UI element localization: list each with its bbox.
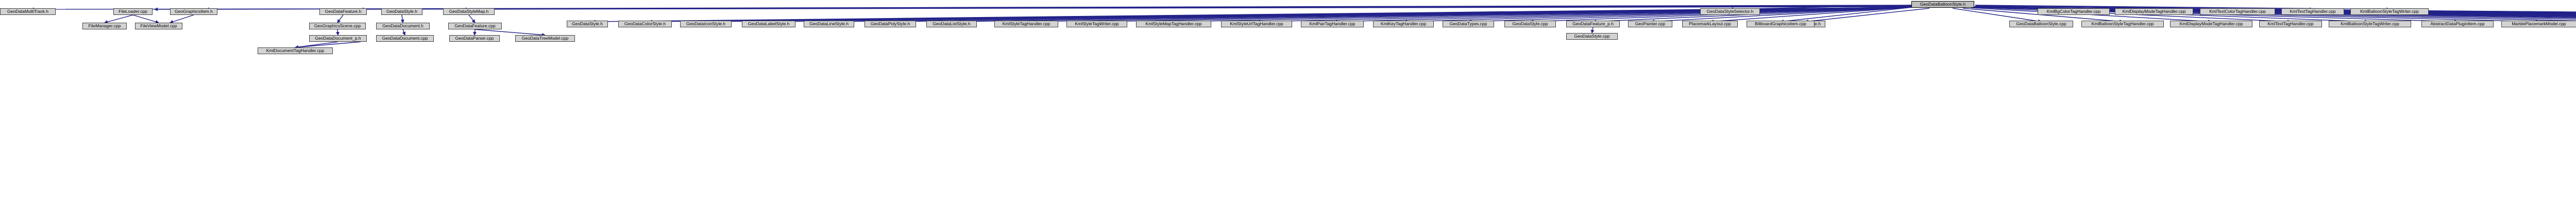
graph-node[interactable]: AbstractDataPluginItem.cpp	[2421, 21, 2494, 27]
graph-node[interactable]: FileLoader.cpp	[113, 8, 152, 15]
graph-node[interactable]: KmlBalloonStyleTagWriter.cpp	[2329, 21, 2411, 27]
graph-node[interactable]: KmlBgColorTagHandler.cpp	[2038, 8, 2110, 15]
graph-node[interactable]: GeoDataLineStyle.h	[804, 21, 854, 27]
graph-node[interactable]: GeoDataDocument.cpp	[376, 35, 434, 42]
graph-node[interactable]: KmlStyleTagWriter.cpp	[1066, 21, 1127, 27]
graph-node[interactable]: KmlTextColorTagHandler.cpp	[2200, 8, 2275, 15]
graph-node[interactable]: GeoGraphicsItem.h	[170, 8, 217, 15]
graph-node[interactable]: BillboardGraphicsItem.cpp	[1747, 21, 1815, 27]
graph-node[interactable]: GeoGraphicsScene.cpp	[309, 23, 366, 29]
graph-node[interactable]: GeoDataTypes.cpp	[1443, 21, 1494, 27]
graph-node[interactable]: KmlTextTagHandler.cpp	[2259, 21, 2322, 27]
graph-node[interactable]: GeoDataIconStyle.h	[680, 21, 732, 27]
graph-node[interactable]: GeoPainter.cpp	[1628, 21, 1672, 27]
graph-node-root[interactable]: GeoDataBalloonStyle.h	[1911, 1, 1974, 8]
graph-node[interactable]: KmlBalloonStyleTagWriter.cpp	[2350, 8, 2429, 15]
graph-node[interactable]: FileManager.cpp	[82, 23, 127, 29]
graph-node[interactable]: GeoDataTreeModel.cpp	[515, 35, 575, 42]
graph-node[interactable]: GeoDataListStyle.h	[926, 21, 977, 27]
graph-node[interactable]: GeoDataMultiTrack.h	[0, 8, 56, 15]
graph-node[interactable]: GeoDataStyle.h	[381, 8, 422, 15]
graph-node[interactable]: GeoDataFeature.cpp	[448, 23, 502, 29]
graph-node[interactable]: GeoDataStyle.cpp	[1566, 33, 1618, 40]
graph-node[interactable]: KmlBalloonStyleTagHandler.cpp	[2081, 21, 2164, 27]
graph-node[interactable]: FileViewModel.cpp	[135, 23, 182, 29]
graph-node[interactable]: GeoDataParser.cpp	[449, 35, 500, 42]
graph-node[interactable]: GeoDataPolyStyle.h	[865, 21, 916, 27]
graph-node[interactable]: KmlTextTagHandler.cpp	[2281, 8, 2344, 15]
graph-node[interactable]: KmlDocumentTagHandler.cpp	[258, 47, 333, 54]
graph-node[interactable]: KmlDisplayModeTagHandler.cpp	[2170, 21, 2252, 27]
graph-node[interactable]: GeoDataDocument_p.h	[309, 35, 367, 42]
graph-node[interactable]: GeoDataBalloonStyle.cpp	[2009, 21, 2073, 27]
graph-node[interactable]: GeoDataFeature.h	[319, 8, 367, 15]
graph-node[interactable]: GeoDataDocument.h	[376, 23, 430, 29]
graph-node[interactable]: GeoDataStyleMap.h	[443, 8, 495, 15]
graph-node[interactable]: KmlPairTagHandler.cpp	[1301, 21, 1364, 27]
graph-node[interactable]: KmlStyleUrlTagHandler.cpp	[1221, 21, 1292, 27]
graph-node[interactable]: GeoDataStyle.h	[567, 21, 608, 27]
graph-node[interactable]: KmlKeyTagHandler.cpp	[1373, 21, 1434, 27]
graph-node[interactable]: KmlStyleTagHandler.cpp	[994, 21, 1058, 27]
graph-node[interactable]: GeoDataStyle.cpp	[1504, 21, 1556, 27]
graph-node[interactable]: GeoDataStyleSelector.h	[1700, 8, 1760, 15]
graph-node[interactable]: GeoDataColorStyle.h	[618, 21, 672, 27]
graph-node[interactable]: MarblePlacemarkModel.cpp	[2501, 21, 2576, 27]
graph-node[interactable]: KmlStyleMapTagHandler.cpp	[1136, 21, 1211, 27]
graph-node[interactable]: PlacemarkLayout.cpp	[1682, 21, 1738, 27]
graph-node[interactable]: GeoDataLabelStyle.h	[742, 21, 795, 27]
graph-node[interactable]: KmlDisplayModeTagHandler.cpp	[2115, 8, 2193, 15]
graph-node[interactable]: GeoDataFeature_p.h	[1566, 21, 1620, 27]
